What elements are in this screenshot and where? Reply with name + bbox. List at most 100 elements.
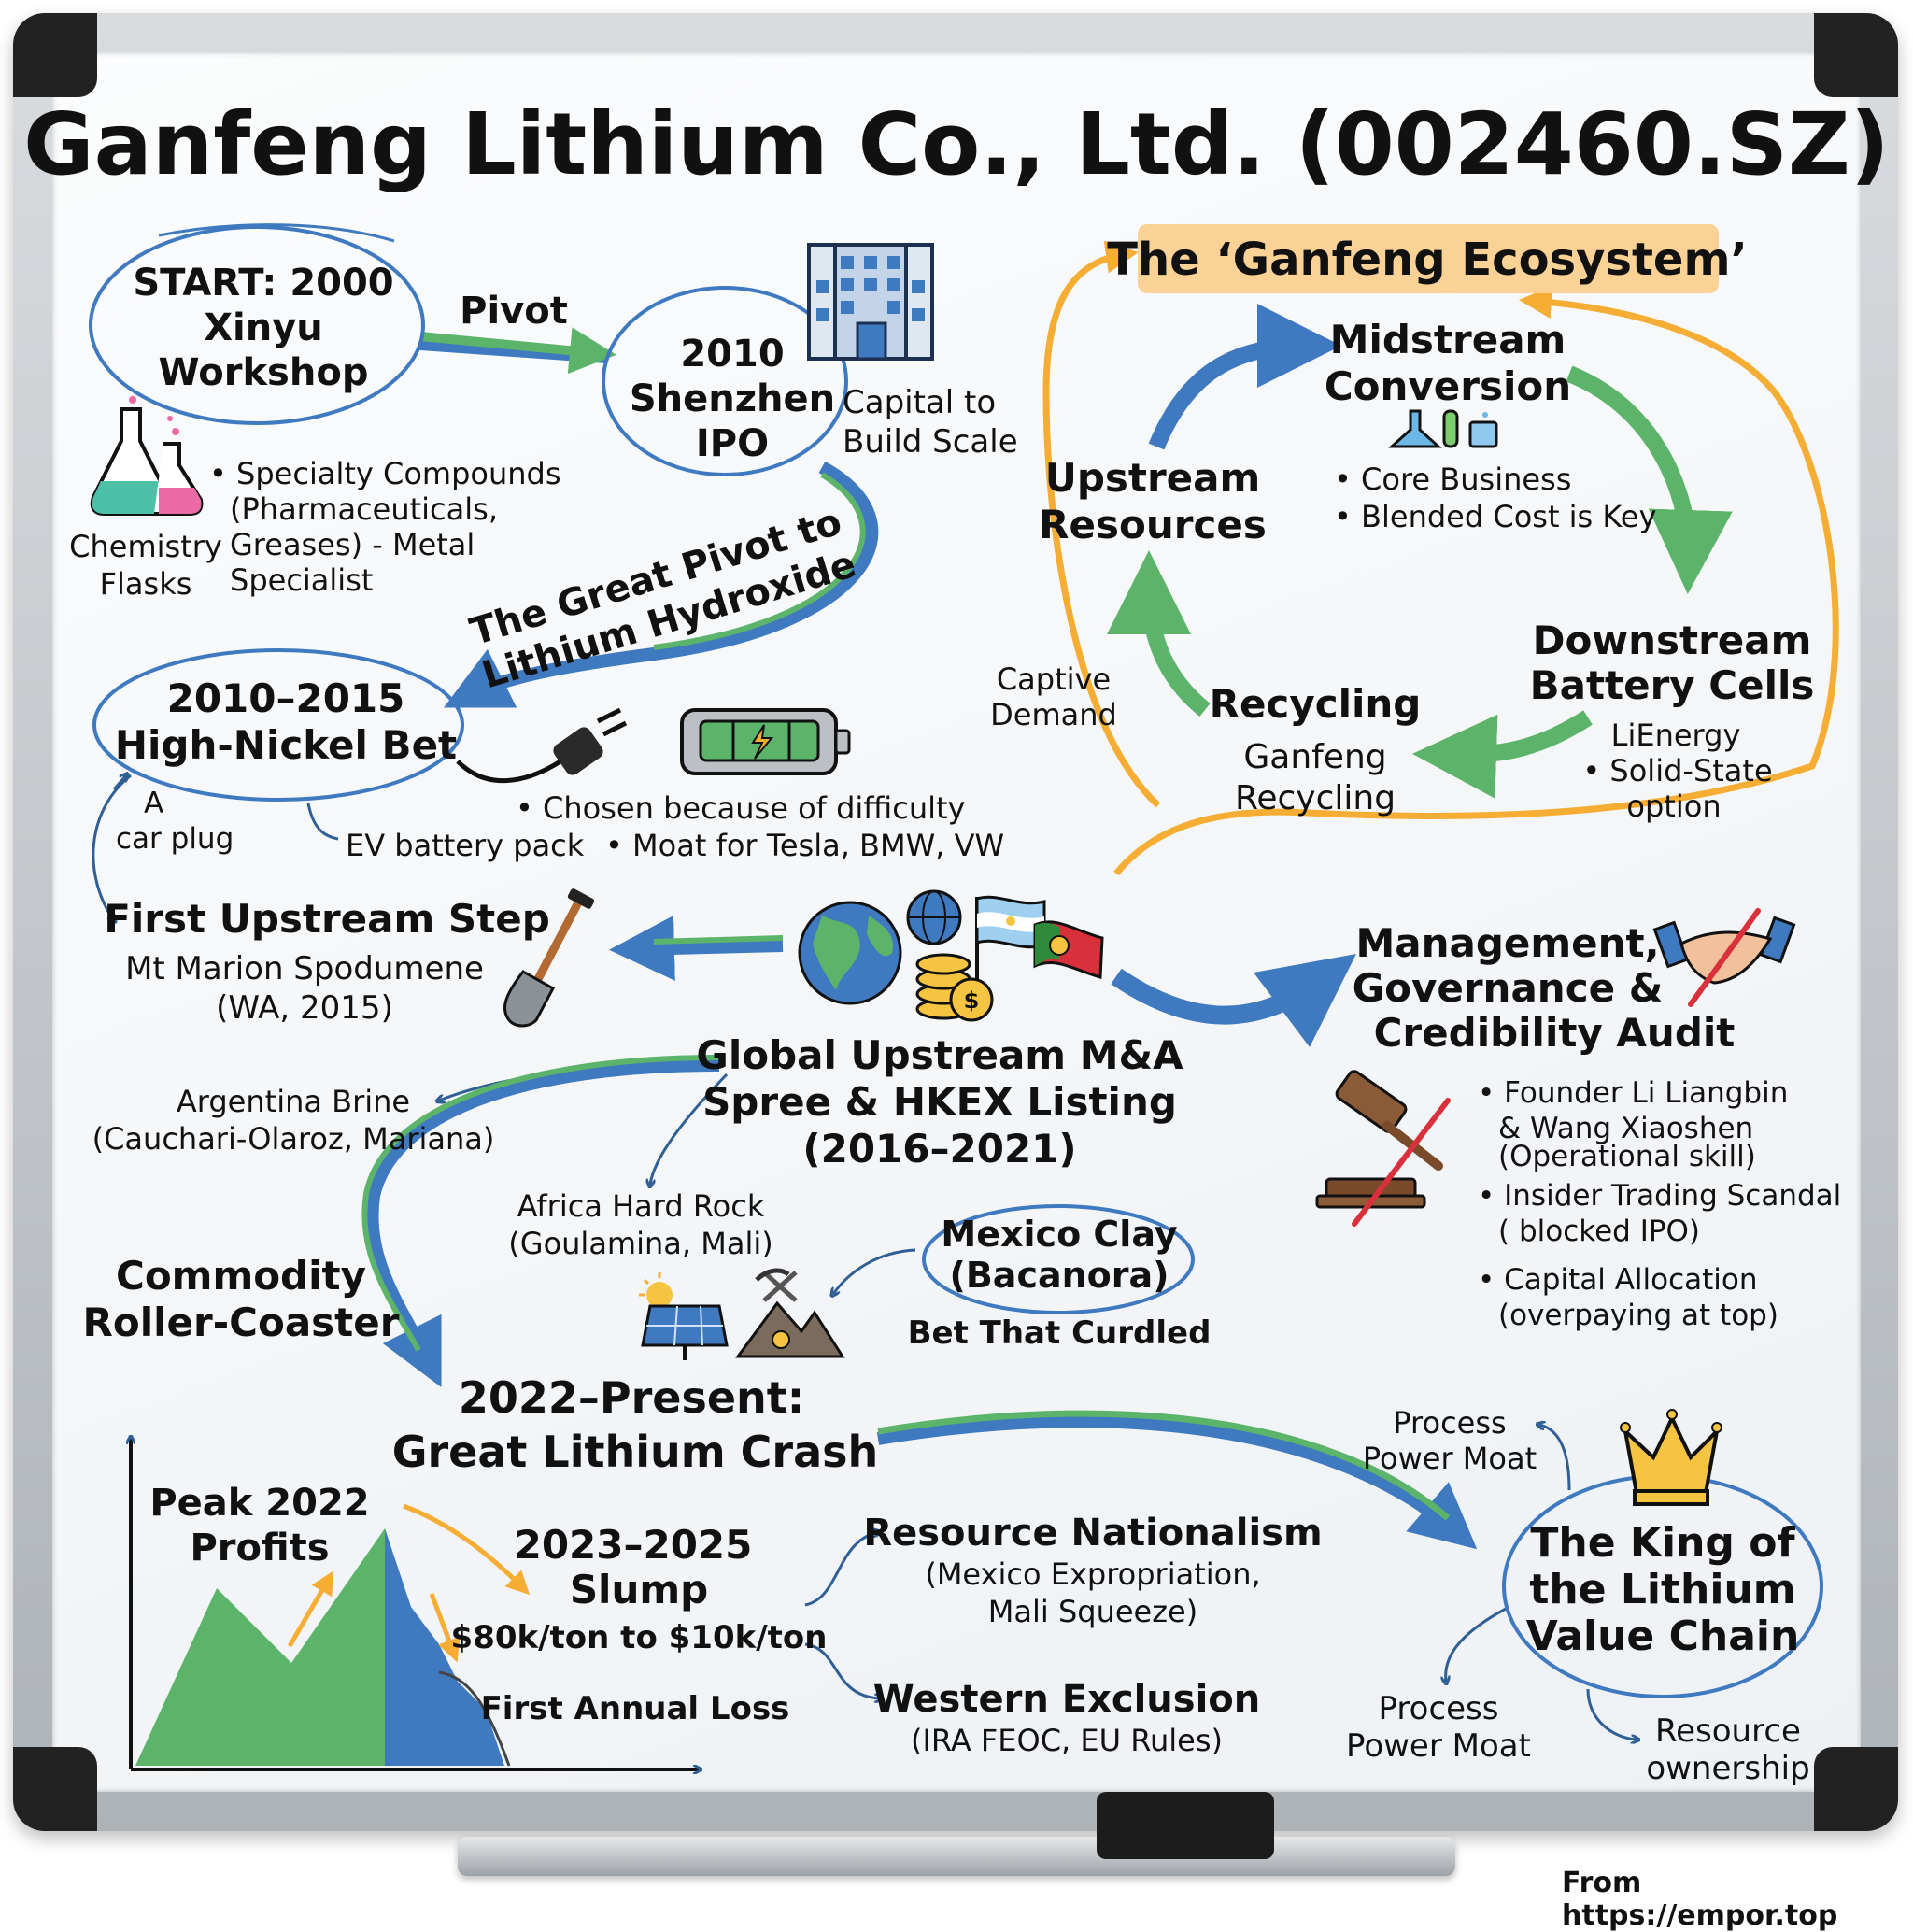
svg-text:$80k/ton to $10k/ton: $80k/ton to $10k/ton <box>451 1619 828 1656</box>
great-pivot-label: The Great Pivot to Lithium Hydroxide <box>465 501 860 698</box>
svg-text:Battery Cells: Battery Cells <box>1530 662 1815 708</box>
portugal-flag-icon <box>1033 920 1104 979</box>
battery-pack-icon <box>680 708 851 775</box>
svg-text:Profits: Profits <box>190 1527 329 1570</box>
svg-text:The King of: The King of <box>1530 1519 1795 1567</box>
svg-text:(Bacanora): (Bacanora) <box>949 1255 1169 1296</box>
downstream-notes: LiEnergy • Solid-State option <box>1582 717 1772 824</box>
svg-text:2010–2015: 2010–2015 <box>167 675 405 721</box>
source-credit: From https://empor.top <box>1562 1867 1838 1932</box>
upstream-loop-arrow <box>112 775 126 790</box>
svg-text:Captive: Captive <box>997 661 1111 697</box>
ecosystem-loop <box>1113 286 1839 876</box>
svg-text:Process: Process <box>1379 1690 1499 1727</box>
management-node: Management, Governance & Credibility Aud… <box>1353 920 1736 1056</box>
to-process-top-arrow <box>1539 1425 1571 1491</box>
frame-corner <box>1814 1747 1898 1831</box>
nationalism-node: Resource Nationalism (Mexico Expropriati… <box>863 1512 1322 1629</box>
svg-text:Midstream: Midstream <box>1330 317 1566 362</box>
crash-to-king-arrow <box>876 1414 1478 1550</box>
svg-text:Demand: Demand <box>990 697 1117 732</box>
svg-text:option: option <box>1626 788 1721 824</box>
car-plug-icon <box>456 707 628 784</box>
svg-text:• Specialty Compounds: • Specialty Compounds <box>209 456 561 491</box>
svg-text:2010: 2010 <box>680 333 784 376</box>
down-arrow <box>429 1593 461 1663</box>
svg-text:(WA, 2015): (WA, 2015) <box>216 989 393 1027</box>
svg-text:Mexico Clay: Mexico Clay <box>941 1214 1177 1255</box>
svg-text:(Cauchari-Olaroz, Mariana): (Cauchari-Olaroz, Mariana) <box>92 1121 495 1157</box>
svg-text:Global Upstream M&A: Global Upstream M&A <box>696 1032 1183 1078</box>
svg-text:START: 2000: START: 2000 <box>133 262 393 305</box>
downstream-node: Downstream Battery Cells <box>1530 618 1815 708</box>
mexico-node: Mexico Clay (Bacanora) <box>941 1214 1177 1296</box>
to-nationalism-arrow <box>804 1532 878 1607</box>
to-western-arrow <box>804 1642 880 1698</box>
svg-text:(IRA FEOC, EU Rules): (IRA FEOC, EU Rules) <box>911 1723 1223 1758</box>
to-resource-ownership-arrow <box>1586 1688 1637 1740</box>
svg-text:Power Moat: Power Moat <box>1346 1727 1531 1765</box>
profit-mountain-sketch <box>131 1439 699 1769</box>
svg-text:Commodity: Commodity <box>116 1253 366 1299</box>
svg-text:Roller-Coaster: Roller-Coaster <box>83 1300 400 1345</box>
globe-icon <box>798 901 902 1005</box>
svg-text:ownership: ownership <box>1646 1750 1809 1787</box>
svg-text:Resources: Resources <box>1039 502 1267 547</box>
great-pivot-arrow <box>443 461 879 708</box>
governance-notes: • Founder Li Liangbin & Wang Xiaoshen (O… <box>1478 1076 1841 1332</box>
svg-text:Greases) - Metal: Greases) - Metal <box>230 527 475 562</box>
svg-text:Process: Process <box>1393 1405 1506 1441</box>
process-top-label: Process Power Moat <box>1363 1405 1537 1476</box>
svg-text:Shenzhen: Shenzhen <box>630 377 835 420</box>
svg-text:(Pharmaceuticals,: (Pharmaceuticals, <box>230 491 498 527</box>
captive-demand-label: Captive Demand <box>990 661 1117 732</box>
svg-text:2023–2025: 2023–2025 <box>515 1522 753 1568</box>
svg-text:• Moat for Tesla, BMW, VW: • Moat for Tesla, BMW, VW <box>605 828 1004 863</box>
svg-text:Mt Marion Spodumene: Mt Marion Spodumene <box>125 950 484 987</box>
mt-marion-notes: Mt Marion Spodumene (WA, 2015) <box>125 950 484 1027</box>
eraser <box>1097 1792 1274 1859</box>
global-ma-node: Global Upstream M&A Spree & HKEX Listing… <box>696 1032 1183 1172</box>
mine-icon <box>735 1268 845 1358</box>
svg-text:Mali Squeeze): Mali Squeeze) <box>988 1594 1197 1629</box>
svg-text:Workshop: Workshop <box>159 351 369 394</box>
crash-node: 2022–Present: Great Lithium Crash <box>392 1372 879 1477</box>
to-first-upstream-arrow <box>609 915 784 981</box>
recycling-node: Recycling <box>1210 681 1422 727</box>
africa-node: Africa Hard Rock (Goulamina, Mali) <box>508 1188 772 1261</box>
test-tubes-icon <box>1388 409 1498 448</box>
flasks-label: Chemistry Flasks <box>69 529 222 602</box>
svg-text:Value Chain: Value Chain <box>1526 1612 1800 1660</box>
resource-ownership-label: Resource ownership <box>1646 1712 1809 1787</box>
svg-text:Slump: Slump <box>570 1567 708 1612</box>
svg-text:Credibility Audit: Credibility Audit <box>1374 1010 1736 1056</box>
downstream-to-recycling-arrow <box>1412 710 1593 799</box>
peak-label: Peak 2022 Profits <box>149 1482 369 1570</box>
specialty-notes: • Specialty Compounds (Pharmaceuticals, … <box>209 456 561 598</box>
gavel-crossed-icon <box>1315 1070 1451 1227</box>
svg-text:the Lithium: the Lithium <box>1529 1566 1795 1613</box>
svg-text:Power Moat: Power Moat <box>1363 1441 1537 1476</box>
high-nickel-outline <box>92 648 464 802</box>
to-first-upstream-arrow <box>653 935 784 945</box>
svg-text:Ganfeng: Ganfeng <box>1243 738 1386 776</box>
marker-tray <box>458 1837 1455 1876</box>
solar-panel-icon <box>639 1272 729 1360</box>
mexico-to-mines-arrow <box>833 1248 916 1294</box>
argentina-node: Argentina Brine (Cauchari-Olaroz, Marian… <box>92 1084 495 1157</box>
ipo-node-outline <box>602 286 848 476</box>
midstream-notes: • Core Business • Blended Cost is Key <box>1334 462 1656 534</box>
svg-text:& Wang Xiaoshen: & Wang Xiaoshen <box>1498 1112 1753 1145</box>
globe-icon <box>906 889 962 945</box>
svg-text:Management,: Management, <box>1355 920 1659 966</box>
western-node: Western Exclusion (IRA FEOC, EU Rules) <box>873 1678 1261 1758</box>
svg-text:A: A <box>144 787 163 820</box>
car-plug-label: A car plug <box>116 787 234 856</box>
svg-text:Upstream: Upstream <box>1045 455 1261 501</box>
flasks-icon <box>90 396 204 516</box>
mexico-note: Bet That Curdled <box>908 1314 1212 1352</box>
svg-text:Governance &: Governance & <box>1353 965 1664 1011</box>
svg-text:Capital to: Capital to <box>843 384 996 421</box>
start-node-outline <box>158 223 395 243</box>
svg-text:$: $ <box>964 987 980 1014</box>
